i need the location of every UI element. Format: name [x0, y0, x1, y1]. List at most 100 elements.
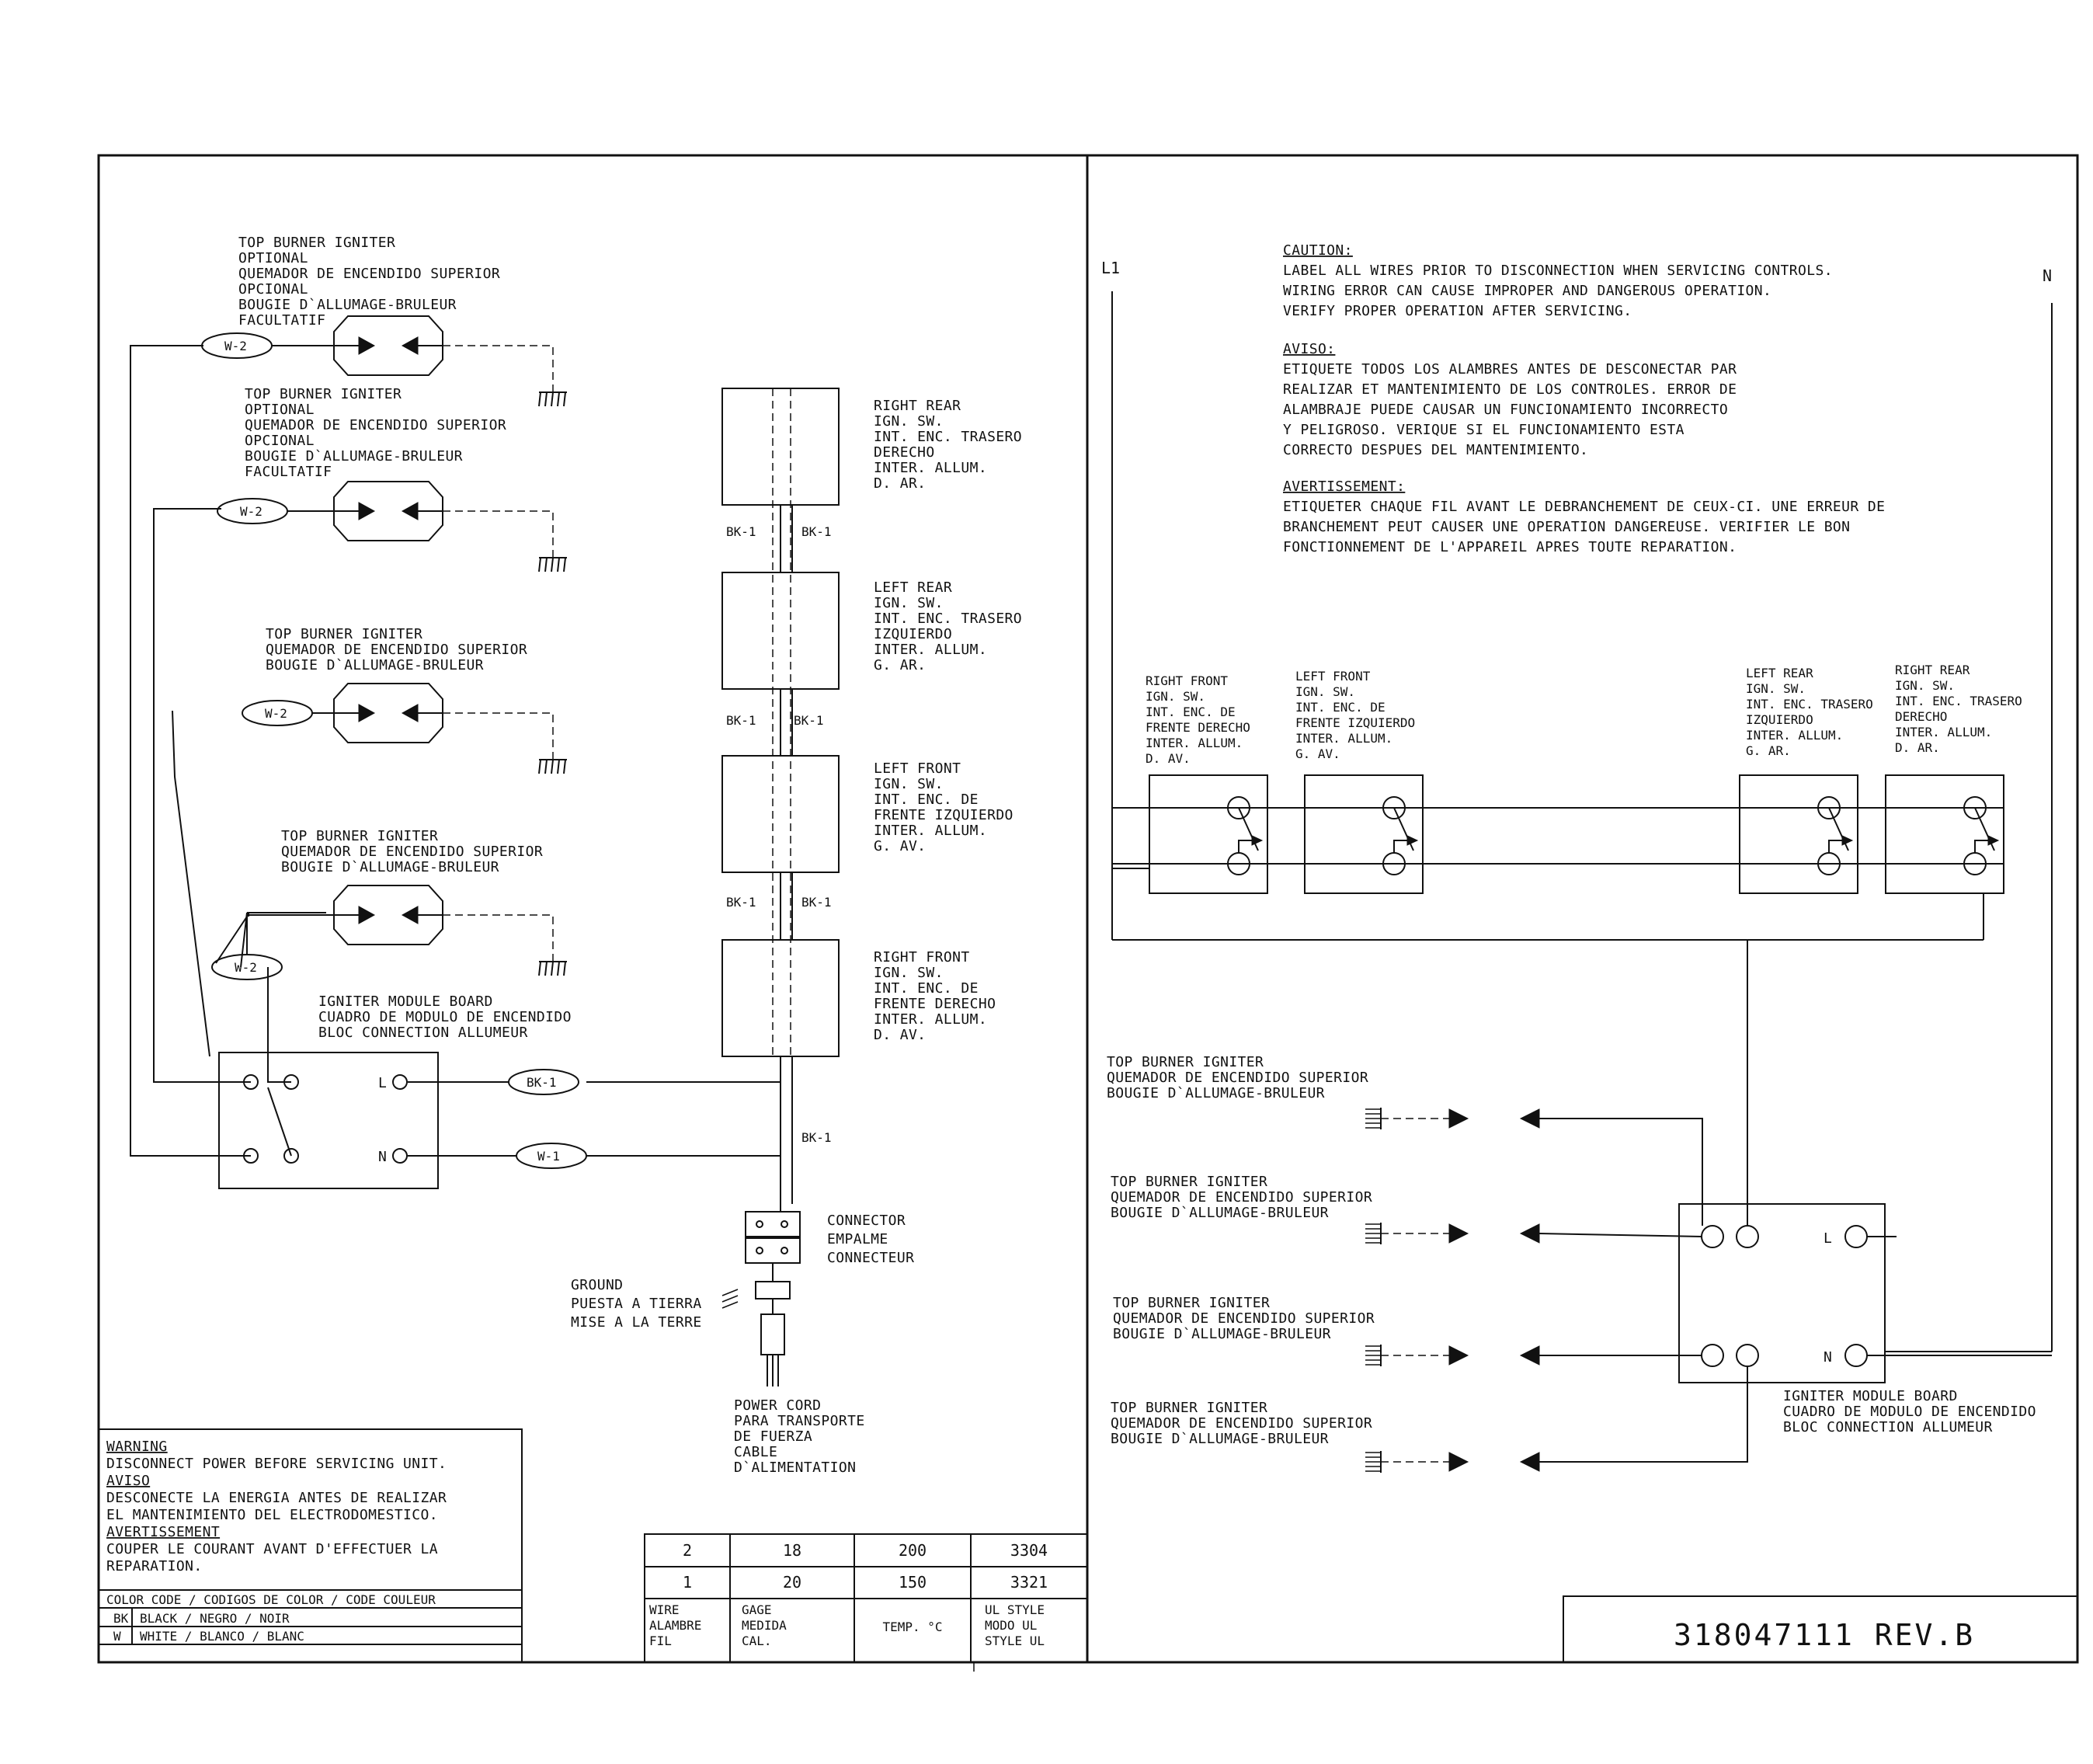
right-igniter-label-line: TOP BURNER IGNITER [1111, 1174, 1267, 1190]
bk-wire-label: BK-1 [801, 895, 832, 910]
right-switch-label-line: G. AV. [1295, 746, 1340, 761]
left-igniter-label-line: QUEMADOR DE ENCENDIDO SUPERIOR [238, 266, 500, 282]
caution-text-line: WIRING ERROR CAN CAUSE IMPROPER AND DANG… [1283, 283, 1771, 299]
right-board-line: IGNITER MODULE BOARD [1783, 1388, 1958, 1404]
bk-wire-label: BK-1 [726, 713, 756, 728]
connector-and-plug [721, 1211, 801, 1386]
aviso-line-2: EL MANTENIMIENTO DEL ELECTRODOMESTICO. [106, 1507, 438, 1523]
caution-text-line: LABEL ALL WIRES PRIOR TO DISCONNECTION W… [1283, 263, 1833, 279]
power-cord-line: POWER CORD [734, 1397, 821, 1414]
igniter-tip-icon [1519, 1452, 1540, 1472]
right-switch-label-line: INT. ENC. DE [1146, 705, 1236, 719]
wire-table-header: GAGE [742, 1602, 772, 1617]
right-switch-label-line: INTER. ALLUM. [1895, 725, 1992, 739]
aviso-title: AVISO [106, 1473, 150, 1489]
caution-text-line: CORRECTO DESPUES DEL MANTENIMIENTO. [1283, 442, 1588, 458]
power-cord-line: CABLE [734, 1444, 777, 1460]
color-code-w-desc: WHITE / BLANCO / BLANC [140, 1629, 304, 1644]
connector-line: EMPALME [827, 1231, 888, 1247]
igniter-hex-icon [333, 885, 443, 945]
right-switch-1 [1149, 774, 1268, 894]
left-board-L: L [378, 1075, 387, 1091]
wire-table-cell: 150 [899, 1573, 927, 1592]
right-board-line: CUADRO DE MODULO DE ENCENDIDO [1783, 1404, 2036, 1420]
left-switch-3-line: FRENTE IZQUIERDO [874, 807, 1013, 823]
avert-line-1: COUPER LE COURANT AVANT D'EFFECTUER LA [106, 1541, 438, 1557]
warning-box: WARNING DISCONNECT POWER BEFORE SERVICIN… [99, 1428, 523, 1662]
right-switch-label-line: INTER. ALLUM. [1746, 728, 1843, 743]
caution-text-line: VERIFY PROPER OPERATION AFTER SERVICING. [1283, 303, 1632, 319]
connector-line: CONNECTEUR [827, 1250, 914, 1266]
power-cord-line: D`ALIMENTATION [734, 1460, 856, 1476]
left-switch-3-line: G. AV. [874, 838, 926, 854]
warning-text: DISCONNECT POWER BEFORE SERVICING UNIT. [106, 1456, 447, 1472]
right-switch-label-line: D. AR. [1895, 740, 1940, 755]
bk-wire-label: BK-1 [794, 713, 824, 728]
w1-wire-label: W-1 [537, 1149, 560, 1164]
right-switch-label-line: IGN. SW. [1146, 689, 1205, 704]
right-switch-label-line: IZQUIERDO [1746, 712, 1813, 727]
wire-table-cell: 3304 [1010, 1541, 1048, 1560]
igniter-tip-icon [1448, 1345, 1469, 1366]
wire-table-header: TEMP. °C [882, 1620, 942, 1634]
w2-wire-label: W-2 [235, 960, 257, 975]
left-switch-1-line: RIGHT REAR [874, 398, 961, 414]
right-switch-4 [1885, 774, 2004, 894]
igniter-tip-icon [1519, 1223, 1540, 1244]
w2-wire-label: W-2 [240, 504, 262, 519]
caution-text-line: ALAMBRAJE PUEDE CAUSAR UN FUNCIONAMIENTO… [1283, 402, 1728, 418]
right-igniter-label-line: TOP BURNER IGNITER [1113, 1295, 1270, 1311]
bk-wire-label: BK-1 [726, 895, 756, 910]
ground-symbol-icon [538, 391, 567, 407]
wire-table-header: STYLE UL [985, 1634, 1045, 1648]
caution-text-line: ETIQUETE TODOS LOS ALAMBRES ANTES DE DES… [1283, 361, 1737, 378]
igniter-tip-icon [1519, 1108, 1540, 1129]
right-igniter-label-line: QUEMADOR DE ENCENDIDO SUPERIOR [1111, 1189, 1372, 1206]
right-igniter-label-line: BOUGIE D`ALLUMAGE-BRULEUR [1107, 1085, 1325, 1101]
w2-wire-label: W-2 [224, 339, 247, 353]
left-board-line: IGNITER MODULE BOARD [318, 993, 493, 1010]
left-module-board: L N [218, 1052, 439, 1189]
caution-text-line: ETIQUETER CHAQUE FIL AVANT LE DEBRANCHEM… [1283, 499, 1885, 515]
right-switch-label-line: FRENTE DERECHO [1146, 720, 1250, 735]
bk-wire-label: BK-1 [726, 524, 756, 539]
right-switch-label-line: INTER. ALLUM. [1295, 731, 1392, 746]
right-igniter-label-line: QUEMADOR DE ENCENDIDO SUPERIOR [1113, 1310, 1375, 1327]
right-igniter-label-line: TOP BURNER IGNITER [1111, 1400, 1267, 1416]
right-switch-label-line: INT. ENC. TRASERO [1895, 694, 2022, 708]
caution-text-line: Y PELIGROSO. VERIQUE SI EL FUNCIONAMIENT… [1283, 422, 1684, 438]
caution-title: AVISO: [1283, 341, 1335, 357]
right-igniter-label-line: TOP BURNER IGNITER [1107, 1054, 1264, 1070]
color-code-w: W [113, 1629, 121, 1644]
wire-table-cell: 3321 [1010, 1573, 1048, 1592]
left-switch-4-line: FRENTE DERECHO [874, 996, 996, 1012]
left-switch-1-line: INTER. ALLUM. [874, 460, 987, 476]
left-igniter-label-line: BOUGIE D`ALLUMAGE-BRULEUR [245, 448, 463, 464]
left-switch-4-line: INTER. ALLUM. [874, 1011, 987, 1028]
color-code-bk-desc: BLACK / NEGRO / NOIR [140, 1611, 290, 1626]
ground-line: MISE A LA TERRE [571, 1314, 702, 1331]
left-igniter-label-line: OPCIONAL [245, 433, 315, 449]
ground-symbol-icon [538, 759, 567, 774]
left-board-wiring [130, 345, 781, 1212]
right-board-L: L [1824, 1230, 1832, 1247]
caution-block: CAUTION:LABEL ALL WIRES PRIOR TO DISCONN… [1283, 242, 1885, 555]
ground-symbol-icon [538, 557, 567, 572]
ground-line: PUESTA A TIERRA [571, 1296, 702, 1312]
igniter-tip-icon [1448, 1108, 1469, 1129]
left-switch-3-line: IGN. SW. [874, 776, 944, 792]
right-igniter-label-line: QUEMADOR DE ENCENDIDO SUPERIOR [1111, 1415, 1372, 1432]
left-igniter-label-line: OPTIONAL [245, 402, 315, 418]
warning-title: WARNING [106, 1439, 168, 1455]
left-igniter-label-line: BOUGIE D`ALLUMAGE-BRULEUR [238, 297, 457, 313]
